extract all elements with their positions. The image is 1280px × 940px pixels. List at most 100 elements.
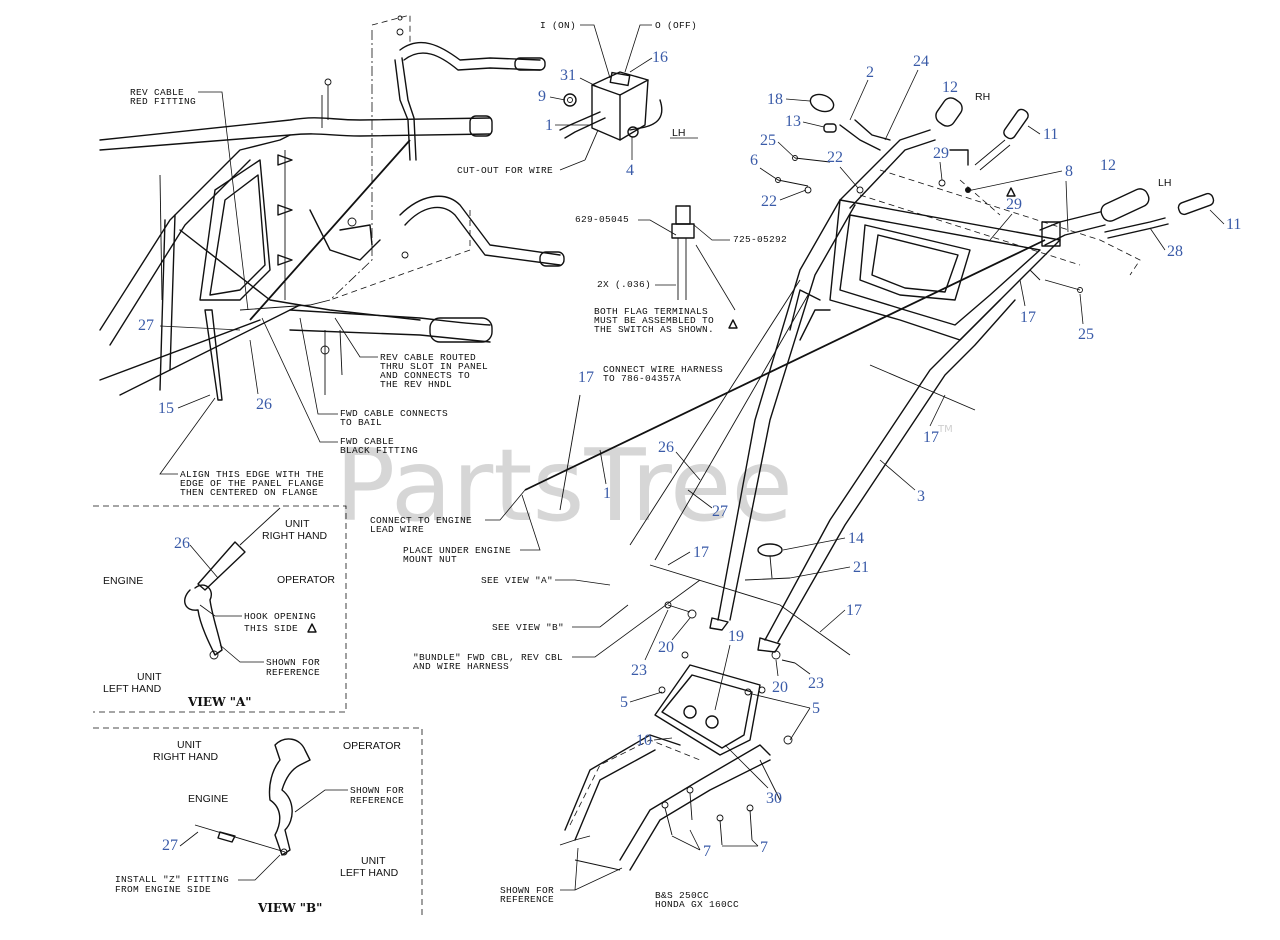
view-a: UNIT RIGHT HAND ENGINE OPERATOR HOOK OPE… (93, 505, 347, 713)
engine-lead-note-2: LEAD WIRE (370, 524, 424, 535)
reference-note-2: REFERENCE (500, 894, 554, 905)
terminal-note-1: BOTH FLAG TERMINALS (594, 306, 708, 317)
callout-30: 30 (766, 790, 782, 807)
view-b-unit-lh-2: LEFT HAND (340, 867, 399, 879)
terminal-part-a: 629-05045 (575, 214, 629, 225)
callout-29-b: 29 (1006, 196, 1022, 213)
fwd-black-note-1: FWD CABLE (340, 436, 394, 447)
rev-routed-note-1: REV CABLE ROUTED (380, 352, 476, 363)
view-b-z-1: INSTALL "Z" FITTING (115, 874, 229, 885)
callout-14: 14 (848, 530, 864, 547)
note-flag-icon (728, 319, 738, 329)
main-handle-assembly (524, 93, 1215, 871)
rev-fitting-note-2: RED FITTING (130, 96, 196, 107)
left-notes: REV CABLE RED FITTING REV CABLE ROUTED T… (130, 87, 488, 498)
note-flag-icon (1006, 187, 1016, 197)
align-note-1: ALIGN THIS EDGE WITH THE (180, 469, 324, 480)
terminal-note-2: MUST BE ASSEMBLED TO (594, 315, 714, 326)
callout-1-switch: 1 (545, 117, 553, 134)
callout-27-view-b: 27 (162, 837, 178, 854)
view-b: UNIT RIGHT HAND OPERATOR ENGINE SHOWN FO… (93, 727, 423, 916)
watermark-trademark: TM (937, 424, 953, 435)
reverse-grip (514, 57, 546, 71)
callouts: 1 4 9 31 16 2 24 18 13 12 11 25 6 22 22 … (138, 49, 1241, 860)
view-a-ref-2: REFERENCE (266, 667, 320, 678)
callout-27-mid: 27 (712, 503, 728, 520)
view-b-engine: ENGINE (188, 793, 228, 805)
rev-fitting-note-1: REV CABLE (130, 87, 184, 98)
view-a-unit-rh-2: RIGHT HAND (262, 530, 328, 542)
lh-grip-11 (1177, 192, 1215, 216)
switch-off-label: O (OFF) (655, 20, 697, 31)
callout-28: 28 (1167, 243, 1183, 260)
fwd-black-note-2: BLACK FITTING (340, 445, 418, 456)
callout-5-r: 5 (812, 700, 820, 717)
harness-note-1: CONNECT WIRE HARNESS (603, 364, 723, 375)
callout-26-view-a: 26 (174, 535, 190, 552)
lh-clamp (1041, 221, 1061, 247)
left-handle-assembly (99, 14, 565, 401)
callout-25-top: 25 (760, 132, 776, 149)
align-note-2: EDGE OF THE PANEL FLANGE (180, 478, 324, 489)
callout-17-d: 17 (846, 602, 862, 619)
cutout-note: CUT-OUT FOR WIRE (457, 165, 553, 176)
callout-27-left: 27 (138, 317, 154, 334)
reference-note-1: SHOWN FOR (500, 885, 554, 896)
fwd-bail-note-1: FWD CABLE CONNECTS (340, 408, 448, 419)
center-notes: CONNECT WIRE HARNESS TO 786-04357A CONNE… (370, 91, 1171, 910)
callout-15: 15 (158, 400, 174, 417)
view-a-unit-lh-1: UNIT (137, 671, 162, 683)
hook-flag-icon (307, 623, 317, 633)
knob-18 (809, 93, 835, 113)
callout-11-rh: 11 (1043, 126, 1058, 143)
switch-side-label: LH (672, 127, 685, 139)
view-a-unit-lh-2: LEFT HAND (103, 683, 162, 695)
rev-routed-note-3: AND CONNECTS TO (380, 370, 470, 381)
callout-20-r: 20 (772, 679, 788, 696)
rev-routed-note-2: THRU SLOT IN PANEL (380, 361, 488, 372)
see-view-a-note: SEE VIEW "A" (481, 575, 553, 586)
callout-13: 13 (785, 113, 801, 130)
view-b-title: VIEW "B" (257, 901, 322, 915)
view-a-unit-rh-1: UNIT (285, 518, 310, 530)
callout-12-lh: 12 (1100, 157, 1116, 174)
engine-model-note-2: HONDA GX 160CC (655, 899, 739, 910)
callout-7-r: 7 (760, 839, 768, 856)
callout-4: 4 (626, 162, 634, 179)
callout-5-l: 5 (620, 694, 628, 711)
lower-handle-grip (429, 317, 493, 343)
terminal-detail: 629-05045 725-05292 2X (.036) BOTH FLAG … (575, 205, 787, 335)
view-a-title: VIEW "A" (187, 695, 252, 709)
callout-26-left: 26 (256, 396, 272, 413)
callout-29-a: 29 (933, 145, 949, 162)
lh-side-label: LH (1158, 177, 1171, 189)
callout-23-r: 23 (808, 675, 824, 692)
knob-14 (757, 543, 783, 557)
switch-on-label: I (ON) (540, 20, 576, 31)
callout-10: 10 (636, 732, 652, 749)
view-a-operator: OPERATOR (277, 574, 335, 586)
rh-grip-11 (1003, 108, 1029, 140)
mount-nut-note-1: PLACE UNDER ENGINE (403, 545, 511, 556)
view-a-ref-1: SHOWN FOR (266, 657, 320, 668)
fwd-bail-note-2: TO BAIL (340, 417, 382, 428)
view-b-ref-1: SHOWN FOR (350, 785, 404, 796)
callout-26-mid: 26 (658, 439, 674, 456)
callout-8: 8 (1065, 163, 1073, 180)
callout-9: 9 (538, 88, 546, 105)
callout-17-tm: 17 (923, 429, 939, 446)
engine-lead-note-1: CONNECT TO ENGINE (370, 515, 472, 526)
terminal-part-b: 725-05292 (733, 234, 787, 245)
rev-routed-note-4: THE REV HNDL (380, 379, 452, 390)
callout-17-r: 17 (1020, 309, 1036, 326)
lh-grip-12 (1100, 188, 1150, 222)
view-b-z-2: FROM ENGINE SIDE (115, 884, 211, 895)
callout-1-wire: 1 (603, 485, 611, 502)
terminal-note-3: THE SWITCH AS SHOWN. (594, 324, 714, 335)
see-view-b-note: SEE VIEW "B" (492, 622, 564, 633)
view-a-engine: ENGINE (103, 575, 143, 587)
view-b-unit-rh-1: UNIT (177, 739, 202, 751)
bail-grip (539, 251, 565, 267)
view-b-ref-2: REFERENCE (350, 795, 404, 806)
